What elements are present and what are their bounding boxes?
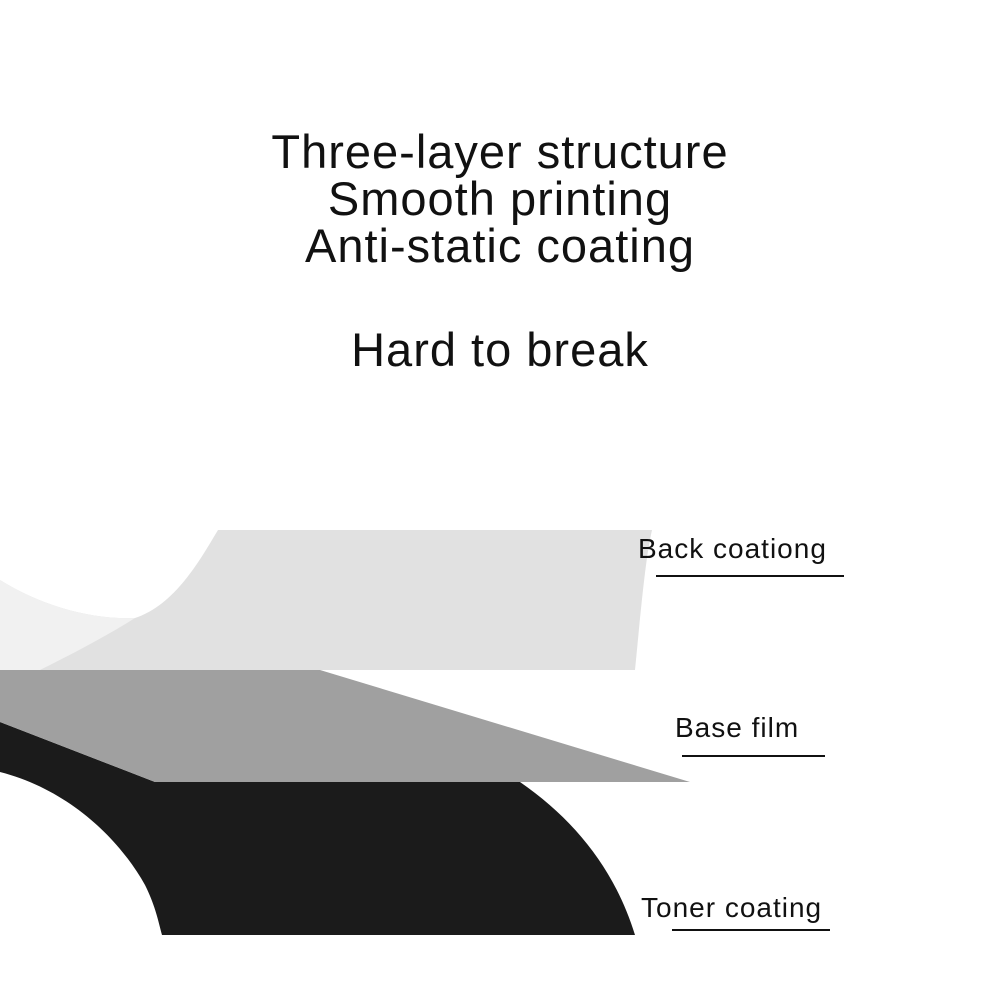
headline-line-hard-to-break: Hard to break: [351, 323, 649, 376]
headline-block: Three-layer structure Smooth printing An…: [0, 128, 1000, 373]
toner-coating-label: Toner coating: [641, 892, 823, 923]
headline-line-anti-static: Anti-static coating: [305, 219, 695, 272]
headline-line-smooth-printing: Smooth printing: [327, 172, 673, 225]
back-coating-underline: [656, 575, 844, 577]
back-coating-layer: [0, 530, 652, 670]
back-coating-label: Back coationg: [638, 533, 827, 564]
back-coating-fold: [0, 580, 135, 670]
headline-line-three-layer: Three-layer structure: [271, 125, 729, 178]
base-film-layer: [0, 670, 690, 782]
base-film-underline: [682, 755, 825, 757]
toner-coating-underline: [672, 929, 830, 931]
toner-coating-layer: [0, 722, 635, 935]
base-film-label: Base film: [675, 712, 800, 743]
